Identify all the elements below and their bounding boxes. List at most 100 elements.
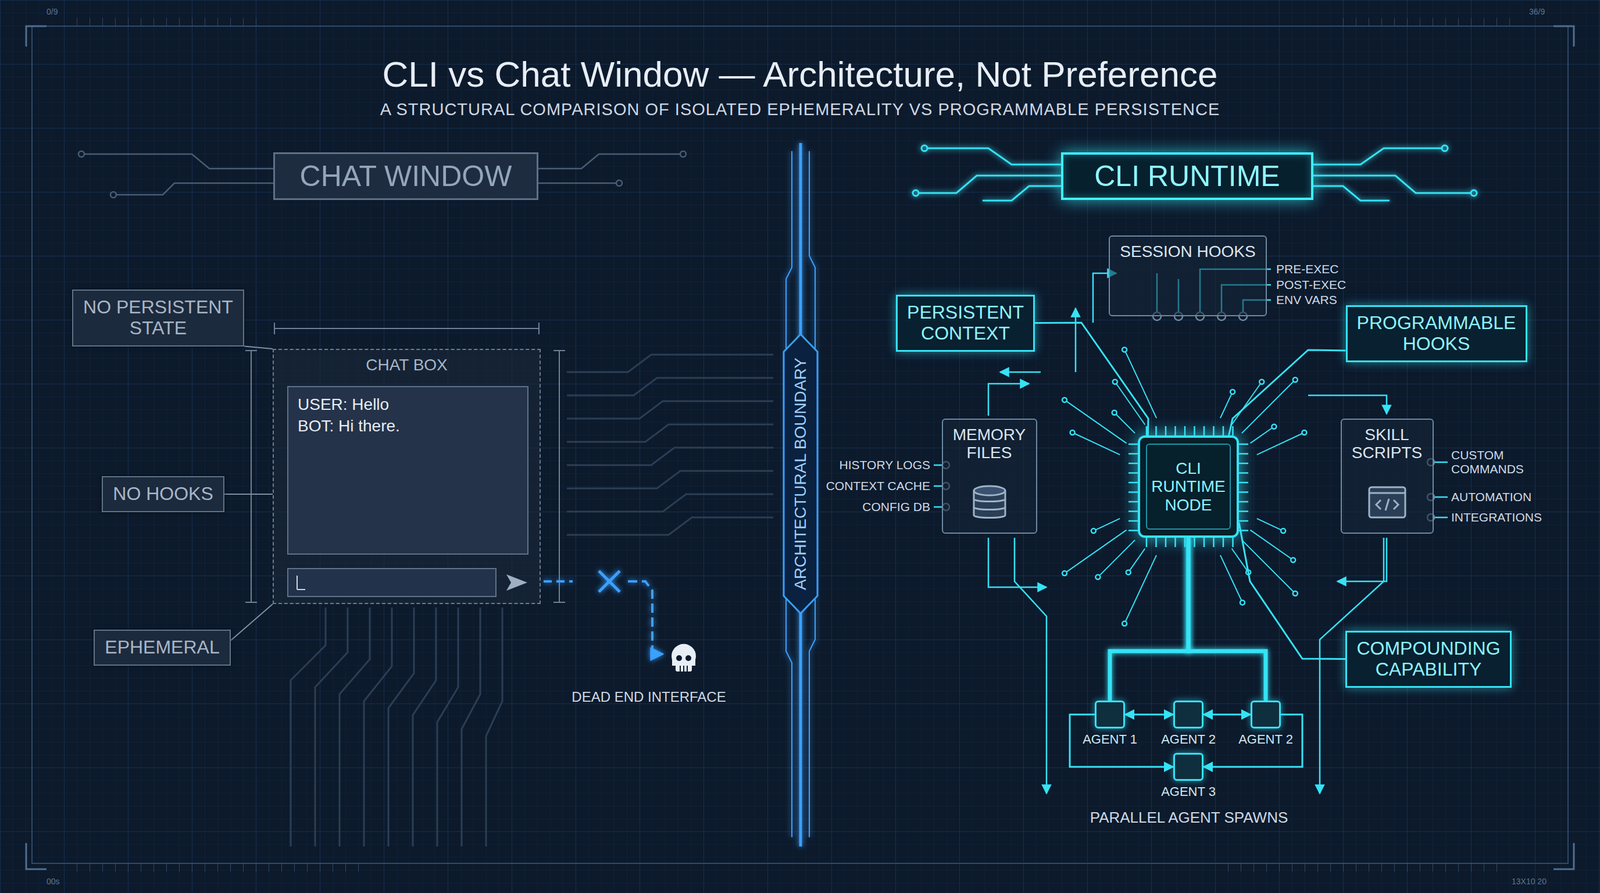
node-text: EPHEMERAL	[104, 637, 220, 659]
trace	[388, 607, 414, 847]
chip-pin	[1128, 426, 1249, 548]
title: CLI vs Chat Window — Architecture, Not P…	[0, 53, 1600, 95]
module-box: MEMORY FILES	[941, 418, 1038, 534]
trace-dot	[78, 151, 85, 157]
header-box: CHAT WINDOW	[273, 152, 539, 200]
connector	[1188, 537, 1266, 701]
trace-dot	[1062, 570, 1067, 576]
leader-line	[933, 465, 943, 507]
caption: A STRUCTURAL COMPARISON OF ISOLATED EPHE…	[0, 100, 1600, 120]
trace	[1064, 400, 1127, 444]
annotation-label: PARALLEL AGENT SPAWNS	[1090, 809, 1289, 827]
trace-dot	[1271, 424, 1277, 430]
runtime-chip: CLI RUNTIME NODE	[1137, 435, 1239, 538]
node-text: NO PERSISTENT STATE	[70, 297, 246, 339]
connector	[1238, 479, 1341, 485]
trace-dot	[1441, 145, 1448, 152]
trace	[290, 607, 326, 847]
agent-box: AGENT 1	[1094, 700, 1125, 729]
ruler-ticks	[1220, 863, 1500, 872]
skull-jaw	[675, 664, 692, 672]
trace	[1220, 391, 1233, 419]
node-text: AGENT 2	[1238, 732, 1294, 748]
skull-eye	[685, 655, 692, 662]
loop-arrow	[988, 383, 1030, 416]
trace-dot	[912, 190, 919, 196]
annotation-label: POST-EXEC	[1276, 277, 1346, 292]
connector	[1034, 322, 1149, 436]
annotation-label: INTEGRATIONS	[1451, 510, 1542, 525]
trace-dot	[1112, 410, 1117, 416]
chip-pin	[1128, 426, 1249, 548]
trace	[1313, 148, 1442, 165]
connector	[1186, 316, 1192, 436]
db-ring	[973, 498, 1006, 510]
width-dimension	[274, 322, 539, 335]
code-glyph	[1369, 493, 1406, 511]
skull	[671, 644, 696, 666]
annotation-label: PRE-EXEC	[1276, 262, 1339, 277]
trace	[437, 607, 459, 847]
trace	[1114, 412, 1135, 434]
connector	[1037, 479, 1139, 485]
x-mark	[598, 570, 620, 592]
trace-dot	[1062, 397, 1067, 403]
node-text: CHAT WINDOW	[300, 159, 513, 193]
trace	[1115, 381, 1146, 425]
trace	[315, 607, 348, 847]
node-text: ARCHITECTURAL BOUNDARY	[791, 357, 810, 591]
callout-box: NO HOOKS	[101, 476, 225, 513]
trace	[566, 354, 774, 373]
trace	[1256, 432, 1305, 455]
connector	[230, 604, 273, 641]
input-field	[287, 568, 497, 598]
trace-dot	[1230, 389, 1235, 395]
chip-pin	[1128, 426, 1249, 548]
trace-dot	[1240, 600, 1245, 605]
window	[1369, 487, 1406, 518]
trace	[566, 470, 774, 489]
connector	[1203, 713, 1251, 716]
trace	[1072, 432, 1121, 455]
annotation-label: AUTOMATION	[1451, 490, 1532, 505]
skull-icon	[671, 644, 696, 672]
annotation-label: 13X10 20	[1511, 876, 1547, 887]
trace	[538, 182, 617, 185]
node-text: AGENT 2	[1161, 732, 1216, 748]
node-text: CLI RUNTIME NODE	[1147, 459, 1230, 514]
trace-dot	[1290, 557, 1296, 563]
chip-pin	[1128, 426, 1249, 548]
trace-dot	[921, 145, 928, 152]
boundary-band: ARCHITECTURAL BOUNDARY	[783, 334, 818, 614]
hex-shape	[783, 334, 818, 614]
annotation-label: 36/9	[1529, 6, 1545, 17]
trace-dot	[110, 191, 117, 198]
module-box: SKILL SCRIPTS	[1340, 418, 1434, 534]
callout-box: EPHEMERAL	[93, 629, 231, 666]
trace	[566, 424, 774, 442]
trace	[1093, 518, 1120, 531]
agent-box: AGENT 2	[1173, 700, 1204, 729]
trace	[566, 401, 774, 419]
annotation-label: 0/9	[46, 6, 58, 17]
trace-dot	[1470, 190, 1477, 196]
chip-pin	[1128, 426, 1249, 548]
trace	[566, 377, 774, 396]
callout-box: PROGRAMMABLE HOOKS	[1345, 305, 1528, 363]
trace-dot	[1112, 379, 1118, 385]
trace	[1241, 379, 1296, 434]
trace-dot	[1280, 528, 1286, 534]
connector	[1229, 350, 1346, 436]
annotation-label: CONFIG DB	[862, 500, 931, 514]
node-text: COMPOUNDING CAPABILITY	[1347, 638, 1510, 681]
trace-dot	[680, 151, 687, 157]
node-text: NO HOOKS	[112, 483, 213, 505]
trace-dot	[1091, 528, 1096, 534]
header-box: CLI RUNTIME	[1061, 152, 1314, 200]
trace	[566, 494, 774, 512]
skull-eye	[676, 655, 682, 662]
trace-dot	[1259, 379, 1264, 385]
trace	[1313, 186, 1390, 201]
annotation-label: DEAD END INTERFACE	[571, 688, 726, 706]
trace-dot	[1095, 575, 1100, 580]
